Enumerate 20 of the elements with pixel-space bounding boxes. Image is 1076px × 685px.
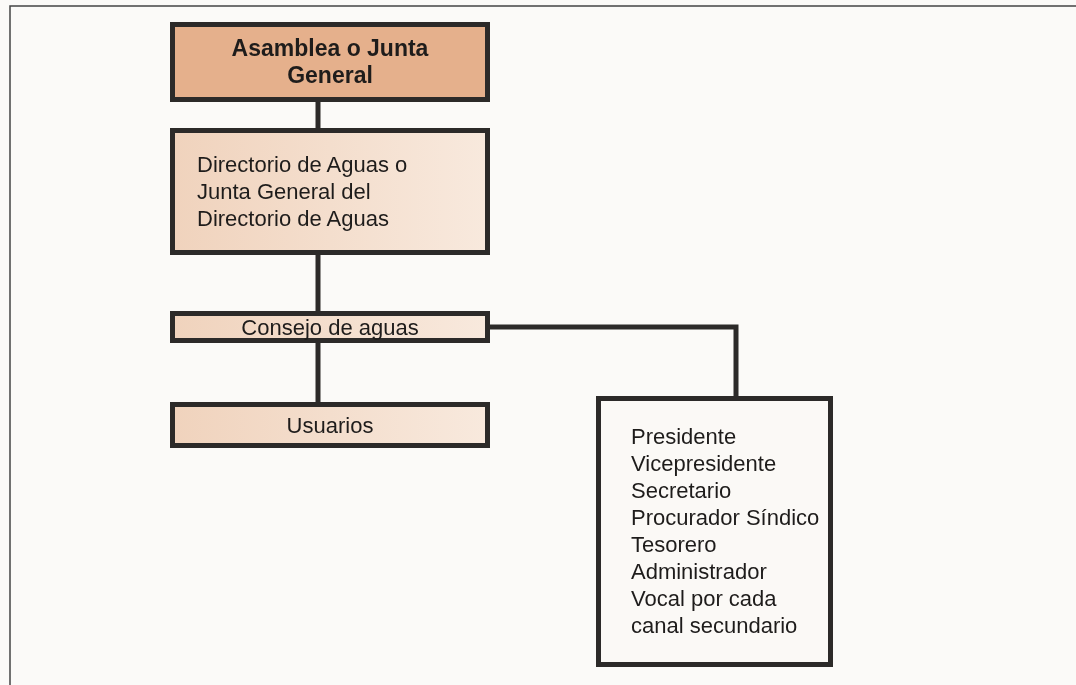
role-text: Vocal por cada canal secundario <box>631 585 799 639</box>
box-label: Asamblea o Junta General <box>230 35 430 89</box>
connector-line <box>315 102 321 128</box>
org-box <box>170 128 490 255</box>
heading-box <box>170 22 490 102</box>
box-label: Directorio de Aguas o Junta General del Directorio de Aguas <box>197 151 409 232</box>
role-text: Vicepresidente <box>631 450 778 477</box>
role-text: Secretario <box>631 477 733 504</box>
box-label: Consejo de aguas <box>241 313 419 341</box>
role-text: Tesorero <box>631 531 718 558</box>
box-label: Usuarios <box>286 411 374 439</box>
role-text: Presidente <box>631 423 738 450</box>
member-list-box <box>596 396 833 667</box>
connector-line <box>315 255 321 311</box>
connector-line <box>490 324 739 396</box>
role-text: Procurador Síndico <box>631 504 821 531</box>
role-text: Administrador <box>631 558 768 585</box>
org-box <box>170 311 490 343</box>
connector-line <box>315 343 321 402</box>
org-box <box>170 402 490 448</box>
